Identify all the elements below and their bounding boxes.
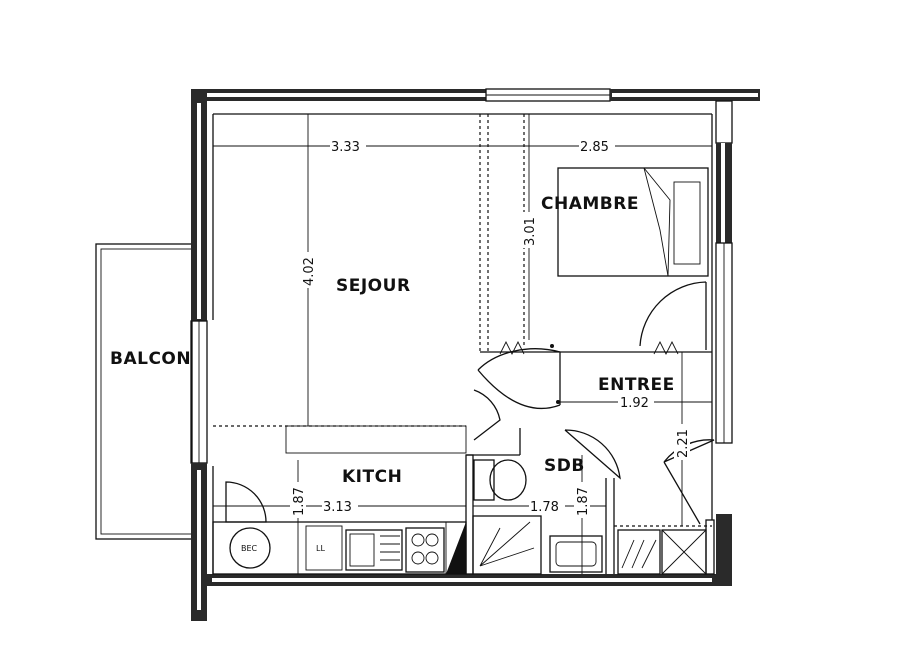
- room-label-sdb: SDB: [544, 456, 585, 476]
- dim-kitch-width: 3.13: [323, 500, 352, 515]
- inner-walls: [212, 113, 715, 575]
- dim-sejour-width: 3.33: [331, 140, 360, 155]
- dim-kitch-depth: 1.87: [292, 487, 307, 516]
- kitchen-counter: [212, 521, 467, 575]
- closet: [617, 529, 707, 575]
- room-label-kitch: KITCH: [342, 467, 402, 487]
- room-label-sejour: SEJOUR: [336, 276, 411, 296]
- room-label-chambre: CHAMBRE: [541, 194, 639, 214]
- dim-sejour-depth: 4.02: [302, 257, 317, 286]
- dim-entree-depth: 2.21: [676, 429, 691, 458]
- dim-chambre-depth: 3.01: [523, 217, 538, 246]
- exterior-walls: [190, 88, 760, 621]
- doors: [225, 281, 715, 525]
- balcony: [95, 243, 193, 540]
- toilet: [473, 459, 527, 501]
- shower: [472, 515, 542, 575]
- room-label-balcon: BALCON: [110, 349, 191, 369]
- radiators: [499, 340, 679, 404]
- dim-entree-width: 1.92: [620, 396, 649, 411]
- dim-chambre-width: 2.85: [580, 140, 609, 155]
- dim-sdb-width: 1.78: [530, 500, 559, 515]
- washer-label: LL: [316, 544, 325, 553]
- dim-sdb-depth: 1.87: [576, 487, 591, 516]
- sink-bathroom: [549, 535, 603, 573]
- dimension-lines: [213, 114, 712, 574]
- boiler-label: BEC: [241, 544, 258, 553]
- bed: [557, 167, 709, 277]
- room-label-entree: ENTREE: [598, 375, 675, 395]
